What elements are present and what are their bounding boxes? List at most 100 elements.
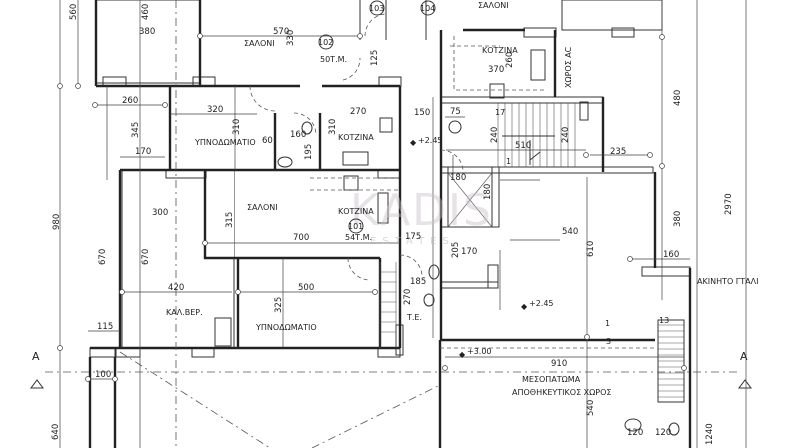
dimension-lines	[57, 0, 747, 448]
stairs	[379, 103, 685, 403]
dimension-label: 240	[561, 127, 571, 143]
plan-label: +3.00	[467, 347, 492, 356]
dimension-label: 235	[610, 147, 626, 157]
room-label: ΥΠΝΟΔΩΜΑΤΙΟ	[194, 138, 256, 147]
unit-tags: 102 50Τ.Μ. 103 104 101 54Τ.Μ.	[318, 0, 436, 242]
room-label: ΚΟΤΖΙΝΑ	[338, 133, 374, 142]
room-label: Τ.Ε.	[406, 313, 422, 322]
dimension-label: 320	[207, 105, 223, 115]
room-label: ΚΟΤΖΙΝΑ	[482, 46, 518, 55]
dimension-label: 420	[168, 283, 184, 293]
room-label: ΥΠΝΟΔΩΜΑΤΙΟ	[255, 323, 317, 332]
dimension-label: 300	[152, 208, 168, 218]
plan-label: +2.45	[418, 136, 443, 145]
dimension-label: 330	[286, 30, 296, 46]
plan-label: +2.45	[529, 299, 554, 308]
dimension-label: 540	[562, 227, 578, 237]
dimension-label: 980	[52, 214, 62, 230]
plan-label: 17	[495, 108, 505, 117]
dimension-label: 260	[122, 96, 138, 106]
elevator-shaft	[447, 172, 493, 228]
dimension-label: 700	[293, 233, 309, 243]
dimension-label: 480	[673, 90, 683, 106]
dimension-label: 150	[414, 108, 430, 118]
dimension-label: 180	[483, 184, 493, 200]
plan-label: ◆	[410, 138, 417, 147]
dimension-label: 1240	[705, 423, 715, 445]
dimension-label: 125	[370, 50, 380, 66]
room-label: ΧΩΡΟΣ AC	[564, 46, 573, 88]
level-marks: ◆+2.45 ◆+2.45 ◆+3.00	[410, 136, 554, 359]
dimension-label: 120	[627, 428, 643, 438]
dimension-label: 670	[98, 249, 108, 265]
dimension-label: 510	[515, 141, 531, 151]
section-marker-left: A	[32, 350, 40, 363]
dimension-label: 310	[328, 119, 338, 135]
plan-label: 1	[605, 319, 610, 328]
room-label: ΑΚΙΝΗΤΟ ΓΤΑΛΙ	[697, 277, 758, 286]
dimension-label: 460	[141, 4, 151, 20]
dimension-label: 540	[586, 400, 596, 416]
plan-label: 13	[659, 316, 669, 325]
dimension-label: 75	[450, 107, 461, 117]
doors	[249, 13, 464, 281]
dimension-label: 315	[225, 212, 235, 228]
dimension-label: 100	[95, 370, 111, 380]
plan-label: 103	[369, 4, 384, 13]
dimension-label: 910	[551, 359, 567, 369]
dimension-label: 670	[141, 249, 151, 265]
dimension-label: 270	[350, 107, 366, 117]
dimension-label: 570	[273, 27, 289, 37]
plan-label: 101	[348, 222, 363, 231]
room-labels: ΣΑΛΟΝΙ ΣΑΛΟΝΙ ΚΟΤΖΙΝΑ ΧΩΡΟΣ AC ΥΠΝΟΔΩΜΑΤ…	[166, 1, 758, 397]
plan-label: ◆	[521, 302, 528, 311]
plan-label: 102	[318, 38, 333, 47]
dimension-label: 2970	[724, 193, 734, 215]
dimension-label: 610	[586, 241, 596, 257]
dimension-label: 170	[135, 147, 151, 157]
dimension-label: 160	[663, 250, 679, 260]
plan-label: 1	[506, 157, 511, 166]
dimension-label: 170	[461, 247, 477, 257]
room-label: ΚΟΤΖΙΝΑ	[338, 207, 374, 216]
room-label: ΣΑΛΟΝΙ	[478, 1, 509, 10]
room-label: ΣΑΛΟΝΙ	[247, 203, 278, 212]
stair-step-numbers: 1 13 3 17 1	[495, 108, 669, 346]
dimension-label: 195	[304, 144, 314, 160]
dimension-label: 240	[490, 127, 500, 143]
dimension-label: 175	[405, 232, 421, 242]
dimension-label: 160	[290, 130, 306, 140]
dimension-label: 180	[450, 173, 466, 183]
watermark: KADIS ESTATES	[350, 185, 493, 247]
plan-label: 54Τ.Μ.	[345, 233, 372, 242]
dimension-label: 325	[274, 297, 284, 313]
dimension-label: 345	[131, 122, 141, 138]
dimension-label: 270	[403, 289, 413, 305]
dimension-label: 60	[262, 136, 273, 146]
dimension-label: 370	[488, 65, 504, 75]
section-marker-right: A	[740, 350, 748, 363]
dimension-label: 260	[505, 52, 515, 68]
plan-label: 50Τ.Μ.	[320, 55, 347, 64]
room-label: ΑΠΟΘΗΚΕΥΤΙΚΟΣ ΧΩΡΟΣ	[512, 388, 611, 397]
dimension-label: 380	[139, 27, 155, 37]
room-label: ΣΑΛΟΝΙ	[244, 39, 275, 48]
plan-label: 104	[420, 4, 435, 13]
dimension-label: 560	[69, 4, 79, 20]
balcony-top-right	[561, 0, 663, 31]
dimension-label: 500	[298, 283, 314, 293]
dimension-label: 115	[97, 322, 113, 332]
dimension-label: 205	[451, 242, 461, 258]
dimension-label: 120	[655, 428, 671, 438]
dimension-texts: 560 460 380 570 330 125 260 320 310 345 …	[51, 4, 734, 445]
dimension-label: 310	[232, 119, 242, 135]
section-line	[30, 0, 752, 448]
room-label: ΚΑΛ.ΒΕΡ.	[166, 308, 203, 317]
fixtures	[214, 36, 680, 436]
plan-label: 3	[606, 337, 611, 346]
plan-label: ESTATES	[370, 236, 455, 247]
plan-label: KADIS	[350, 185, 493, 236]
walls	[88, 0, 692, 448]
dimension-label: 640	[51, 424, 61, 440]
